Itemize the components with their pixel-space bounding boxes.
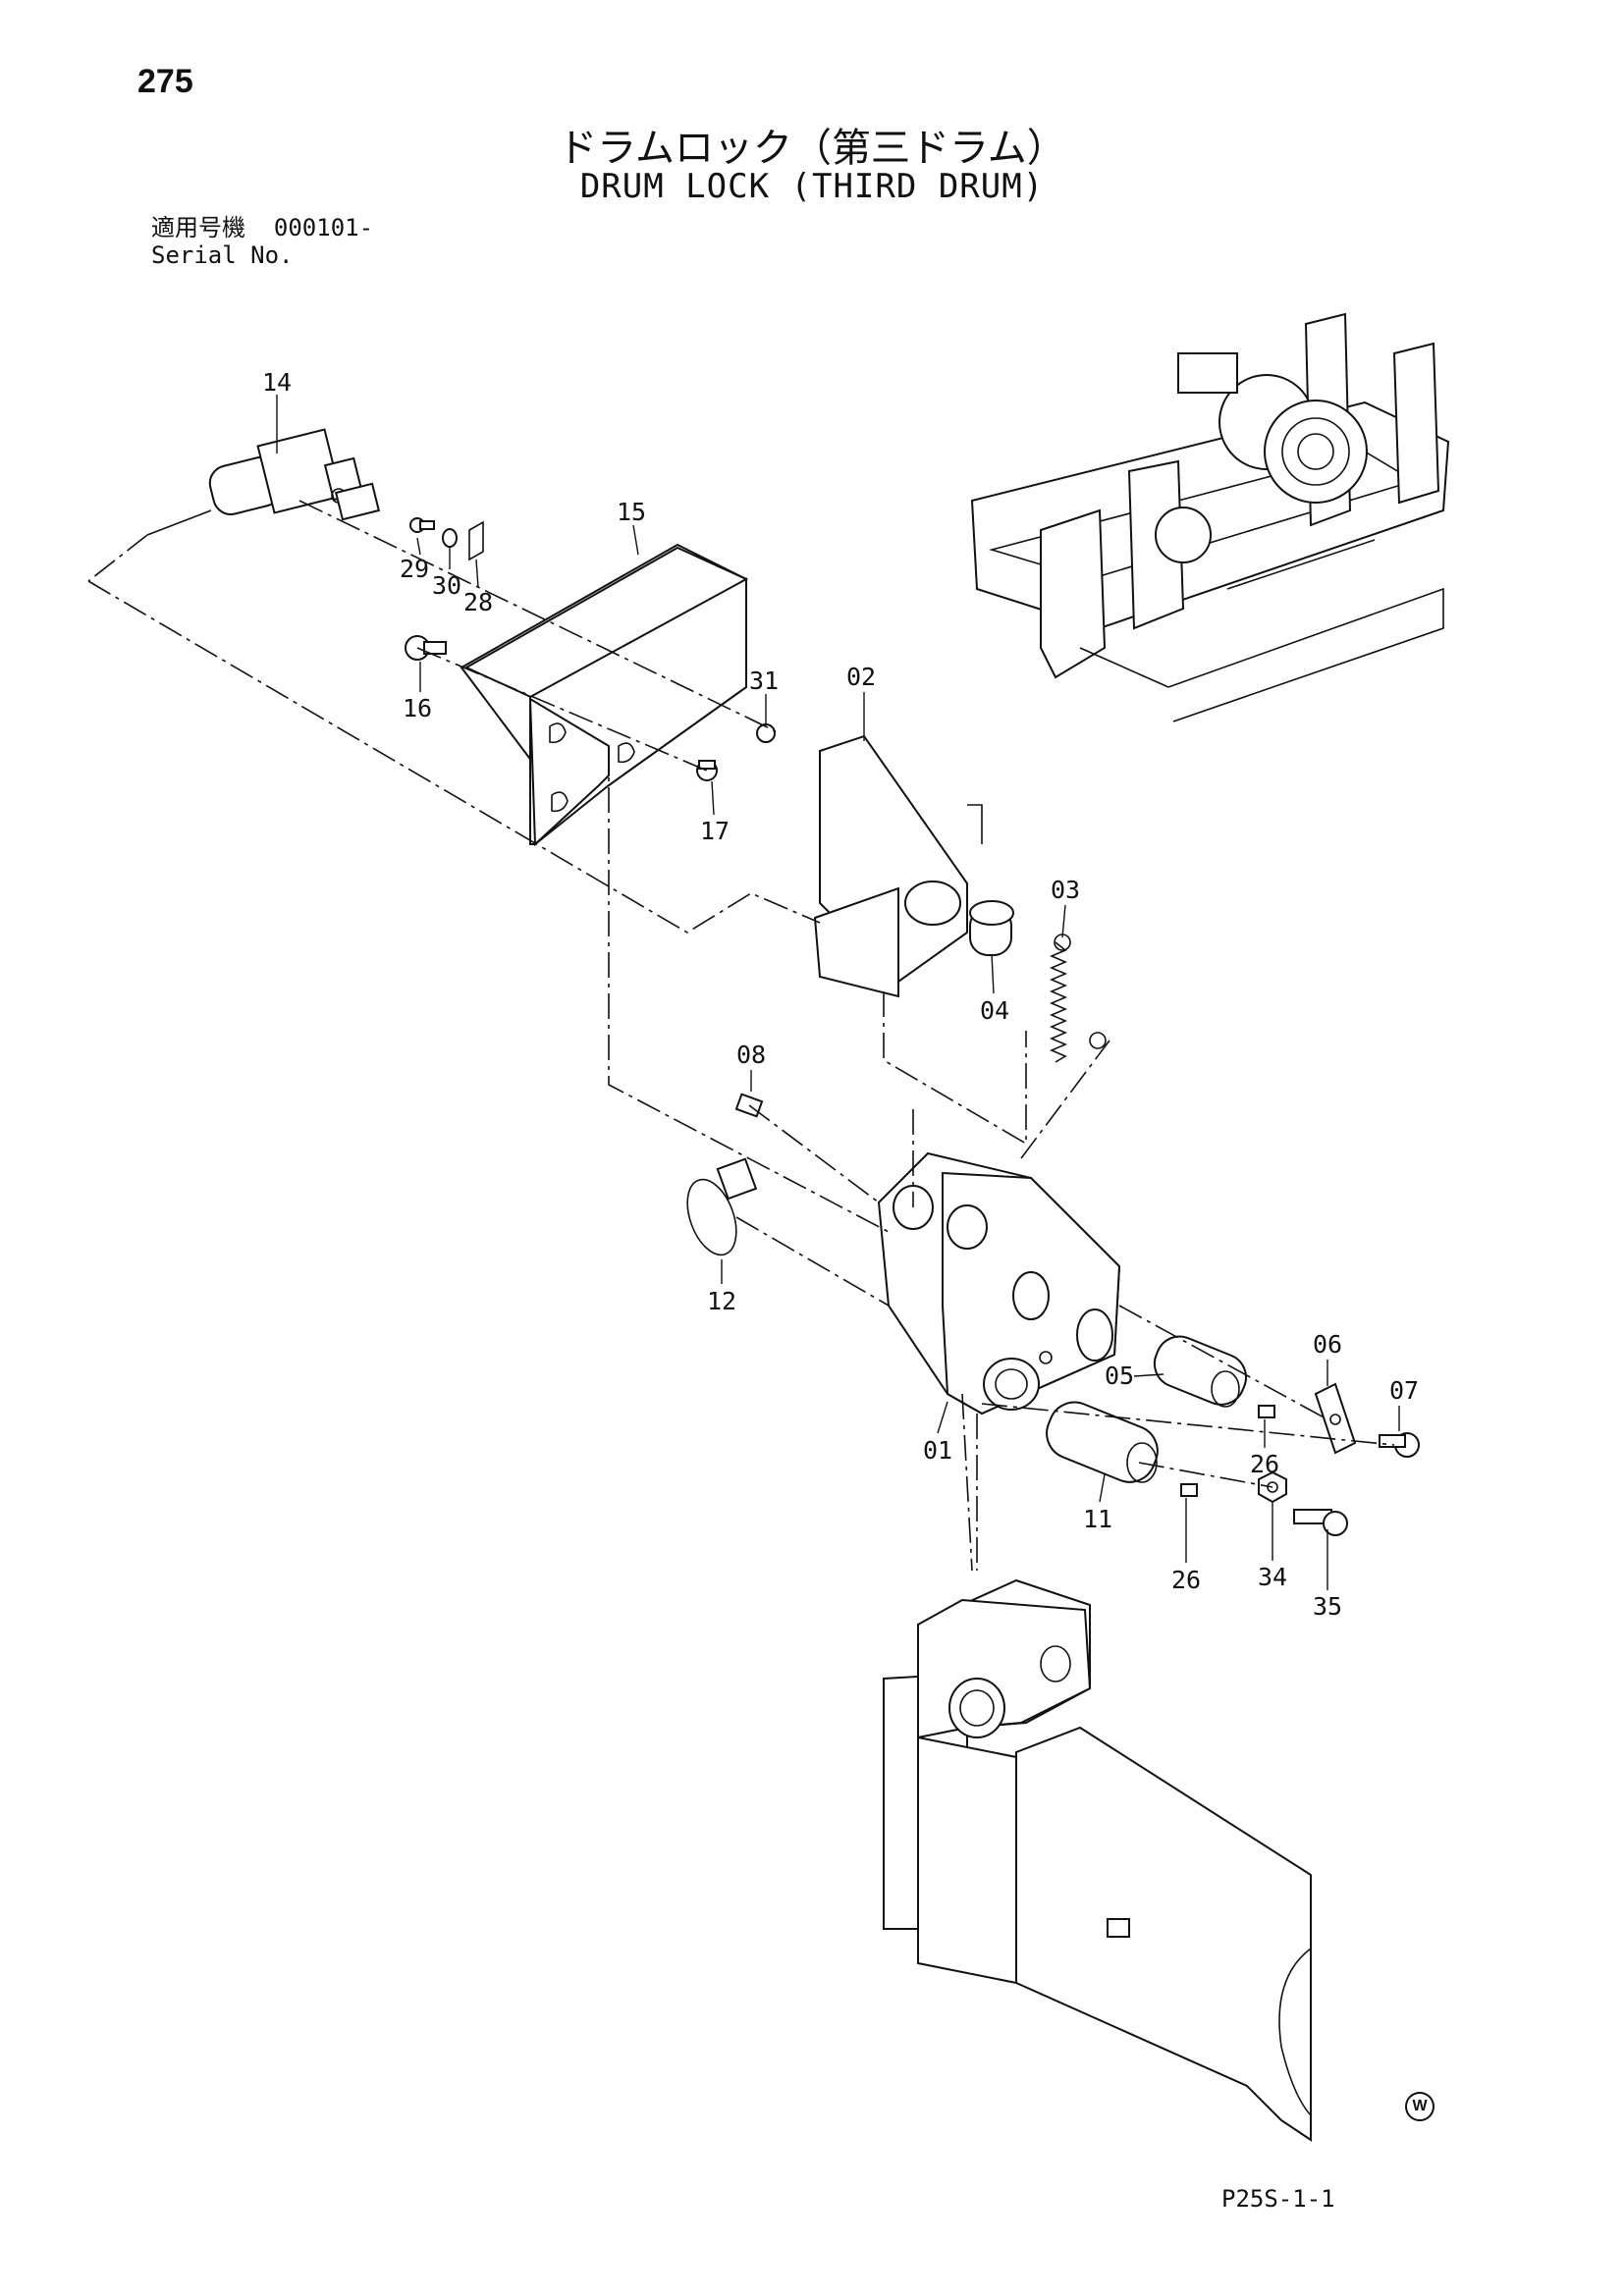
machine-overview-drawing — [970, 312, 1450, 722]
callout-labels: 14 15 29 30 28 31 16 17 02 03 04 08 12 0… — [262, 368, 1419, 1621]
callout-07: 07 — [1389, 1376, 1419, 1405]
serial-block: 適用号機 000101- Serial No. — [151, 214, 373, 269]
part-30-washer — [442, 528, 458, 548]
serial-value: 000101- — [273, 214, 374, 241]
serial-label-en: Serial No. — [151, 241, 294, 269]
title-japanese: ドラムロック（第三ドラム） — [558, 126, 1066, 171]
callout-34: 34 — [1258, 1563, 1287, 1591]
callout-08: 08 — [736, 1041, 766, 1069]
callout-35: 35 — [1313, 1592, 1342, 1621]
callout-29: 29 — [400, 555, 429, 583]
callout-16: 16 — [403, 694, 432, 722]
callout-05: 05 — [1105, 1362, 1134, 1390]
callout-01: 01 — [923, 1436, 952, 1465]
page-number: 275 — [137, 63, 193, 100]
part-04-bushing — [969, 900, 1014, 956]
callout-17: 17 — [700, 817, 730, 845]
part-15-cover — [460, 543, 749, 847]
part-29-screw — [409, 517, 435, 533]
callout-30: 30 — [432, 571, 461, 600]
callout-28: 28 — [463, 588, 493, 616]
callout-31: 31 — [749, 667, 779, 695]
part-26-ring-a — [1258, 1405, 1275, 1418]
part-13-connector — [334, 482, 381, 521]
part-26-ring-b — [1180, 1483, 1198, 1497]
callout-26-upper: 26 — [1250, 1450, 1279, 1478]
part-07-bolt — [1379, 1432, 1420, 1458]
part-31-nut — [756, 723, 776, 743]
serial-label-ja: 適用号機 — [151, 214, 245, 241]
assembly-lines — [87, 500, 1395, 1572]
part-35-bolt — [1293, 1509, 1348, 1536]
callout-04: 04 — [980, 996, 1009, 1025]
part-02-lever — [813, 734, 983, 998]
part-06-plate — [1314, 1382, 1357, 1455]
part-01-bracket — [877, 1151, 1121, 1415]
title-english: DRUM LOCK (THIRD DRUM) — [579, 167, 1045, 206]
part-28-clip — [468, 520, 484, 561]
callout-12: 12 — [707, 1287, 736, 1315]
figure-code: P25S-1-1 — [1221, 2185, 1335, 2213]
callout-03: 03 — [1051, 876, 1080, 904]
callout-14: 14 — [262, 368, 292, 397]
machine-frame-lower — [883, 1578, 1312, 2142]
part-11-pin — [1046, 1401, 1159, 1483]
w-mark-symbol: W — [1405, 2092, 1435, 2121]
part-14-actuator — [146, 428, 364, 536]
part-12-lynch-pin — [686, 1157, 758, 1256]
part-05-pin — [1153, 1335, 1248, 1408]
callout-26-lower: 26 — [1171, 1566, 1201, 1594]
callout-02: 02 — [846, 663, 876, 691]
leader-lines — [276, 395, 1400, 1590]
callout-11: 11 — [1083, 1505, 1112, 1533]
part-03-spring — [1049, 934, 1107, 1063]
callout-06: 06 — [1313, 1330, 1342, 1359]
part-16-bolt — [405, 635, 447, 661]
callout-15: 15 — [617, 498, 646, 526]
part-17-bolt — [696, 760, 718, 781]
